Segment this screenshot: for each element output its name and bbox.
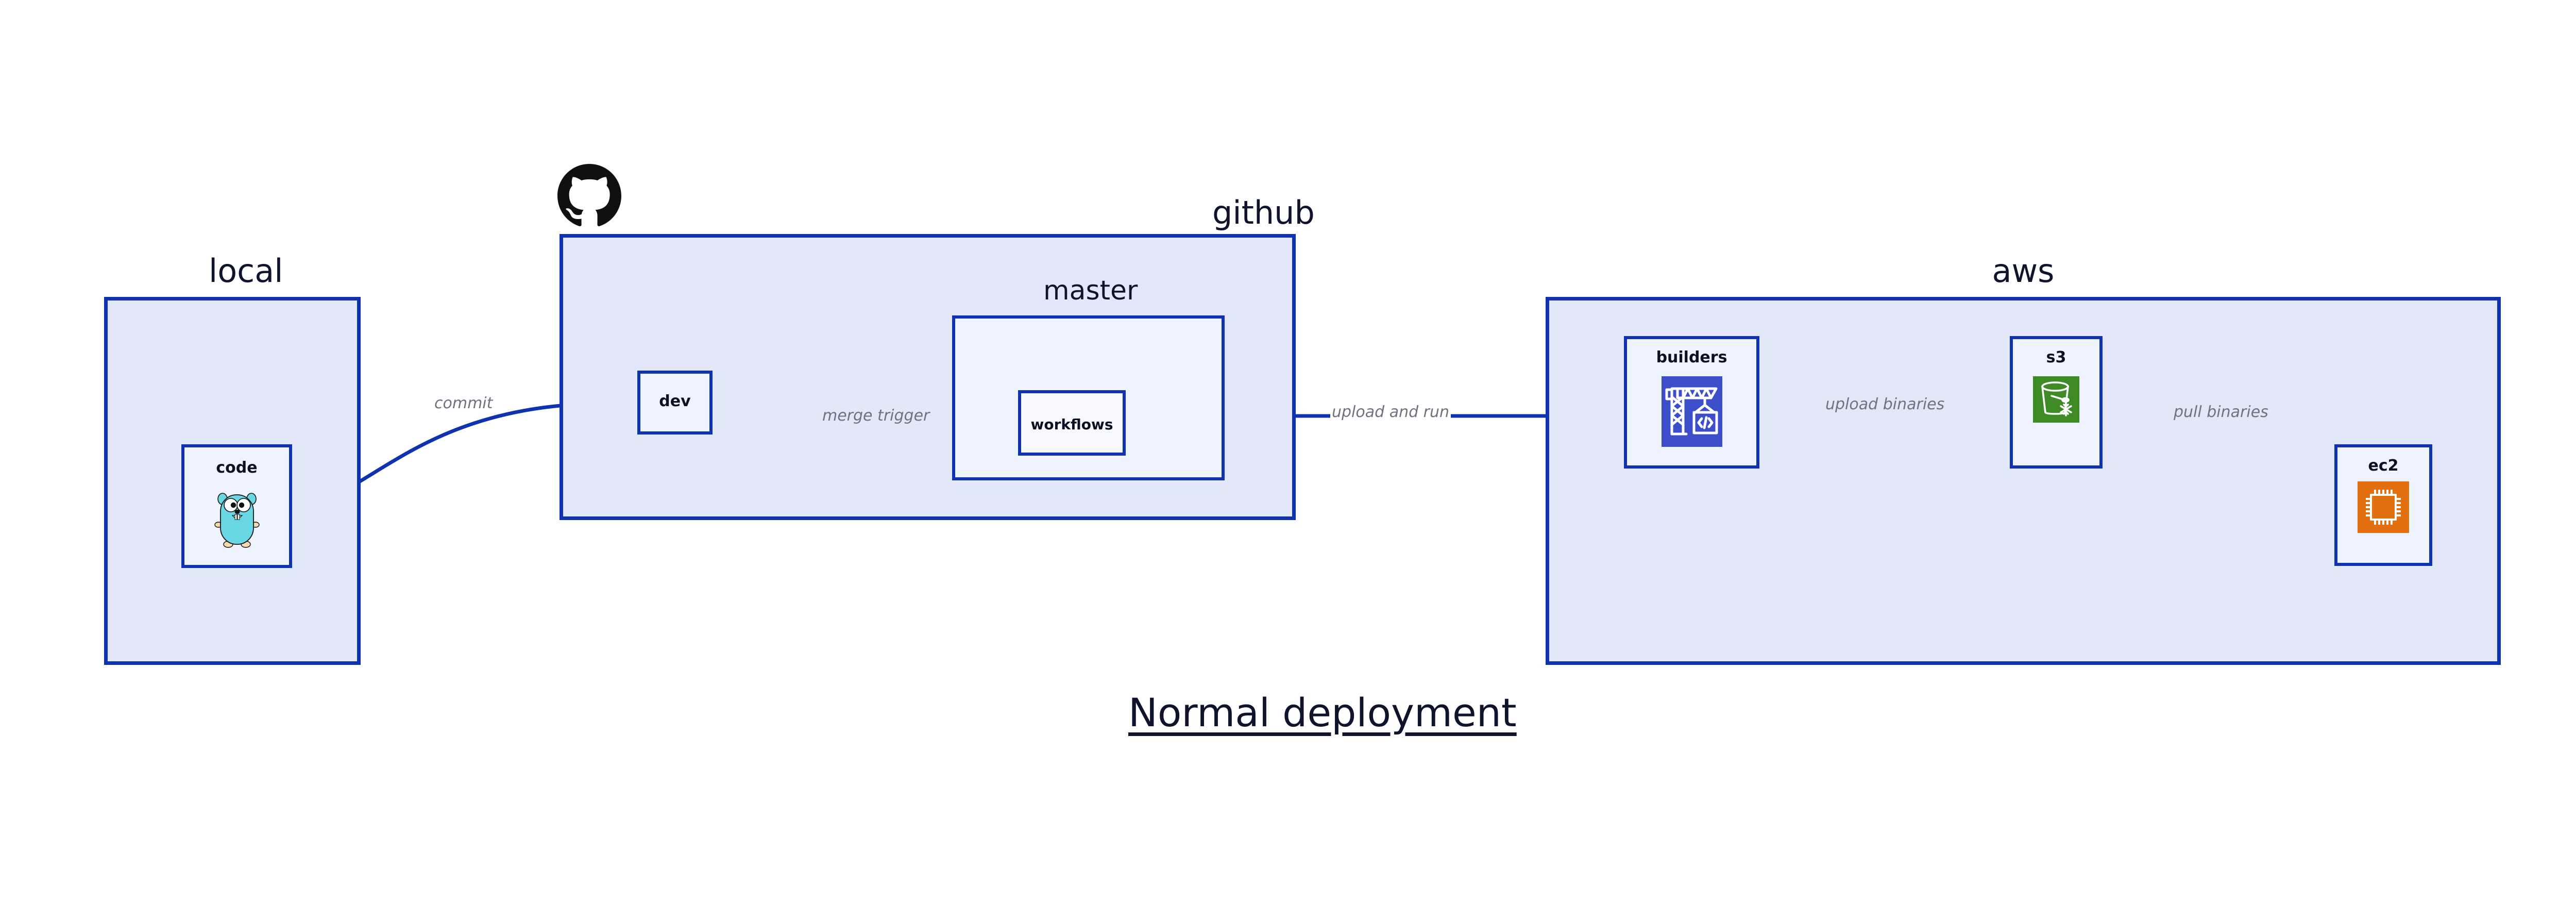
group-label-aws: aws bbox=[1992, 252, 2055, 290]
node-code-label: code bbox=[216, 459, 258, 477]
node-s3[interactable]: s3 bbox=[2010, 336, 2103, 469]
node-builders[interactable]: builders bbox=[1624, 336, 1759, 469]
node-s3-label: s3 bbox=[2046, 348, 2066, 366]
diagram-title: Normal deployment bbox=[1128, 690, 1517, 736]
group-local: code bbox=[104, 297, 361, 665]
github-octocat-icon bbox=[557, 164, 621, 228]
group-aws: builders bbox=[1546, 297, 2501, 665]
master-label-overlay: master bbox=[1043, 275, 1138, 306]
node-master: workflows bbox=[952, 315, 1225, 480]
node-code[interactable]: code bbox=[181, 444, 292, 568]
group-github: dev master workflows bbox=[560, 234, 1296, 520]
node-builders-label: builders bbox=[1656, 348, 1727, 366]
edge-label-commit: commit bbox=[433, 396, 495, 411]
node-ec2[interactable]: ec2 bbox=[2334, 444, 2432, 566]
node-workflows-label: workflows bbox=[1030, 416, 1113, 433]
go-gopher-icon bbox=[214, 488, 260, 548]
group-label-local: local bbox=[209, 252, 283, 290]
node-dev-label: dev bbox=[659, 392, 691, 410]
node-ec2-label: ec2 bbox=[2368, 457, 2399, 475]
aws-ec2-chip-icon bbox=[2358, 481, 2409, 533]
edge-label-merge-trigger: merge trigger bbox=[821, 408, 931, 424]
node-dev[interactable]: dev bbox=[637, 371, 713, 435]
aws-crane-builder-icon bbox=[1661, 376, 1722, 447]
edge-label-upload-binaries: upload binaries bbox=[1824, 397, 1946, 412]
node-workflows[interactable]: workflows bbox=[1018, 390, 1126, 456]
aws-s3-bucket-icon bbox=[2033, 376, 2079, 423]
edge-label-pull-binaries: pull binaries bbox=[2172, 405, 2270, 420]
group-label-github: github bbox=[1212, 194, 1315, 231]
edge-label-upload-and-run: upload and run bbox=[1330, 405, 1451, 420]
